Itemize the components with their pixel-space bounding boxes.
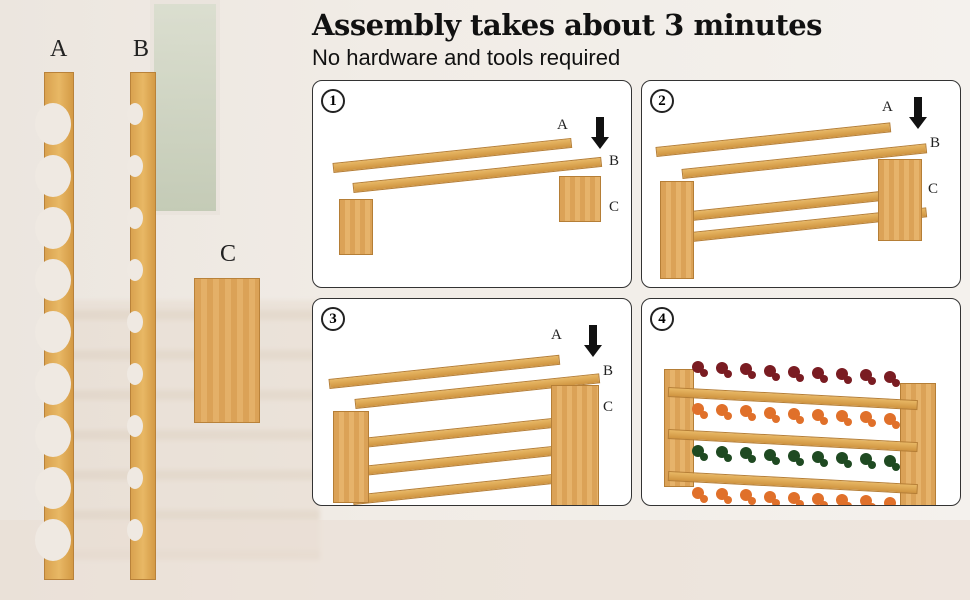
step-number: 1	[321, 89, 345, 113]
wine-bottle	[860, 411, 872, 424]
label-a: A	[557, 117, 568, 133]
wine-bottle	[692, 403, 704, 415]
label-c: C	[928, 181, 939, 197]
part-c-side-panel	[194, 278, 260, 423]
wine-bottle	[860, 369, 872, 382]
label-b: B	[603, 363, 614, 379]
wine-bottle	[860, 453, 872, 466]
wine-bottle	[764, 448, 776, 461]
wine-bottle	[716, 488, 728, 501]
wine-bottle	[692, 445, 704, 457]
side-panel	[333, 411, 369, 503]
wine-bottle	[788, 365, 800, 378]
wine-bottle	[812, 451, 824, 463]
wine-bottle	[740, 405, 752, 418]
label-a: A	[551, 327, 562, 343]
wine-bottle	[788, 449, 800, 462]
wine-bottle	[740, 489, 752, 502]
step-3-panel: 3 A B C	[312, 298, 632, 506]
part-a-rail	[35, 72, 74, 580]
page-title: Assembly takes about 3 minutes	[312, 8, 823, 42]
bottle-notch	[127, 259, 143, 281]
wine-bottle	[740, 447, 752, 460]
wine-bottle	[884, 496, 896, 505]
part-b-label: B	[133, 36, 150, 62]
bottle-notch	[127, 467, 143, 489]
step-2-panel: 2 A B C	[641, 80, 961, 288]
side-panel	[660, 181, 694, 279]
background-floor	[0, 520, 970, 600]
label-b: B	[609, 153, 620, 169]
wine-bottle	[836, 368, 848, 381]
side-panel	[551, 385, 599, 505]
label-a: A	[882, 99, 893, 115]
shelf-rail	[667, 429, 918, 453]
wine-bottle	[884, 454, 896, 467]
side-panel	[878, 159, 922, 241]
wine-bottle	[764, 490, 776, 503]
wine-bottle	[884, 412, 896, 425]
bottle-notch	[35, 415, 71, 457]
side-panel	[339, 199, 373, 255]
label-c: C	[603, 399, 614, 415]
side-panel	[559, 176, 601, 222]
wine-bottle	[812, 409, 824, 421]
step-number: 3	[321, 307, 345, 331]
part-b-rail	[127, 72, 156, 580]
shelf-rail	[667, 471, 918, 495]
bottle-notch	[35, 103, 71, 145]
wine-bottle	[692, 487, 704, 499]
background-window	[150, 0, 220, 215]
wine-bottle	[836, 494, 848, 505]
part-a-label: A	[50, 36, 68, 62]
bottle-notch	[127, 363, 143, 385]
bottle-notch	[35, 311, 71, 353]
wine-bottle	[764, 406, 776, 419]
wine-bottle	[836, 452, 848, 465]
wine-bottle	[836, 410, 848, 423]
wine-bottle	[860, 495, 872, 505]
label-b: B	[930, 135, 941, 151]
bottle-notch	[127, 155, 143, 177]
page-subtitle: No hardware and tools required	[312, 45, 621, 70]
bottle-notch	[35, 259, 71, 301]
bottle-notch	[35, 155, 71, 197]
bottle-notch	[35, 363, 71, 405]
wine-bottle	[884, 370, 896, 383]
step-1-panel: 1 A B C	[312, 80, 632, 288]
bottle-notch	[127, 415, 143, 437]
bottle-notch	[127, 519, 143, 541]
step-number: 2	[650, 89, 674, 113]
bottle-notch	[127, 311, 143, 333]
wine-bottle	[788, 491, 800, 504]
wine-bottle	[812, 367, 824, 379]
background-rack	[60, 300, 320, 560]
wine-bottle	[716, 362, 728, 375]
wine-bottle	[692, 361, 704, 373]
wine-bottle	[788, 407, 800, 420]
part-c-label: C	[220, 241, 237, 267]
wine-bottle	[716, 446, 728, 459]
bottle-notch	[35, 467, 71, 509]
wine-bottle	[812, 493, 824, 505]
wine-bottle	[740, 363, 752, 376]
step-number: 4	[650, 307, 674, 331]
bottle-notch	[127, 103, 143, 125]
wine-bottle	[716, 404, 728, 417]
bottle-notch	[127, 207, 143, 229]
label-c: C	[609, 199, 620, 215]
wine-bottle	[764, 364, 776, 377]
shelf-rail	[667, 387, 918, 411]
bottle-notch	[35, 519, 71, 561]
bottle-notch	[35, 207, 71, 249]
step-4-panel: 4	[641, 298, 961, 506]
